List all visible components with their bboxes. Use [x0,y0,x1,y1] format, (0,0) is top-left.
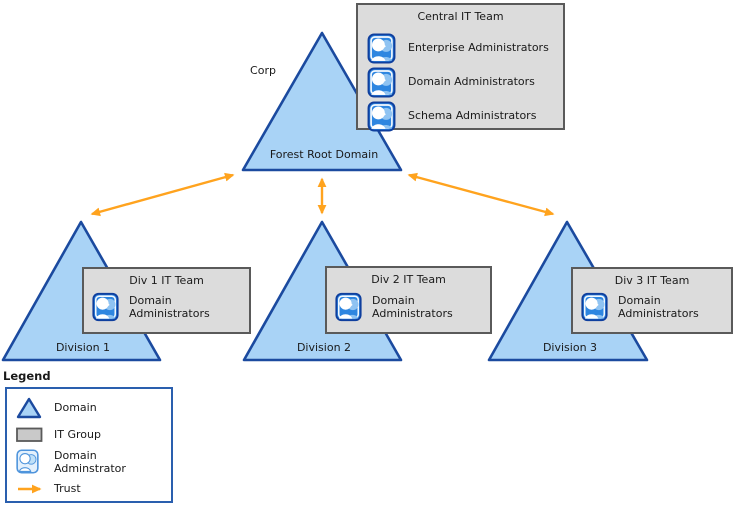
division-2-label: Division 2 [296,341,352,354]
domain-administrator-icon [367,66,396,98]
legend-title: Legend [3,369,51,383]
div-2-it-team-title: Div 2 IT Team [371,273,446,286]
domain-administrator-icon [367,32,396,64]
domain-administrator-icon [16,449,54,474]
member-label: Domain Administrators [618,293,699,321]
legend-label: Domain [54,401,97,414]
member-label: Domain Administrators [129,293,210,321]
legend-item-trust: Trust [7,475,171,502]
division-1-label: Division 1 [55,341,111,354]
domain-administrator-icon [581,292,608,322]
central-it-team-box: Central IT Team Enterprise Administrator… [356,3,565,133]
domain-administrator-icon [92,292,119,322]
member-row: Domain Administrators [581,292,728,322]
legend-item-it-group: IT Group [7,421,171,448]
member-row: Domain Administrators [367,65,559,99]
member-label: Domain Administrators [408,75,535,89]
central-it-team-title: Central IT Team [417,10,504,23]
member-row: Domain Administrators [92,292,239,322]
legend-label: IT Group [54,428,101,441]
div-1-it-team-title: Div 1 IT Team [129,274,204,287]
division-3-label: Division 3 [542,341,598,354]
member-label: Schema Administrators [408,109,537,123]
legend-box: Domain IT Group Domain Adminstrator Trus… [5,387,173,503]
member-row: Domain Administrators [335,292,482,322]
central-it-team-members: Enterprise Administrators Domain Adminis… [367,31,559,133]
div-1-it-team-box: Div 1 IT Team Domain Administrators [82,267,251,334]
div-3-it-team-box: Div 3 IT Team Domain Administrators [571,267,733,334]
trust-arrow-root-division1 [90,172,235,217]
legend-item-domain: Domain [7,394,171,421]
div-3-it-team-title: Div 3 IT Team [614,274,690,287]
legend-label: Trust [54,482,81,495]
legend-item-domain-administrator: Domain Adminstrator [7,448,171,475]
member-label: Domain Administrators [372,293,453,321]
it-group-icon [16,427,54,443]
member-row: Schema Administrators [367,99,559,133]
domain-administrator-icon [335,292,362,322]
trust-arrow-icon [16,483,54,495]
corp-label: Corp [250,64,276,77]
legend-label: Domain Adminstrator [54,448,126,475]
domain-triangle-icon [16,397,54,419]
domain-administrator-icon [367,100,396,132]
member-label: Enterprise Administrators [408,41,549,55]
trust-arrow-root-division3 [407,172,555,217]
member-row: Enterprise Administrators [367,31,559,65]
div-2-it-team-box: Div 2 IT Team Domain Administrators [325,266,492,334]
forest-root-domain-label: Forest Root Domain [269,148,379,161]
